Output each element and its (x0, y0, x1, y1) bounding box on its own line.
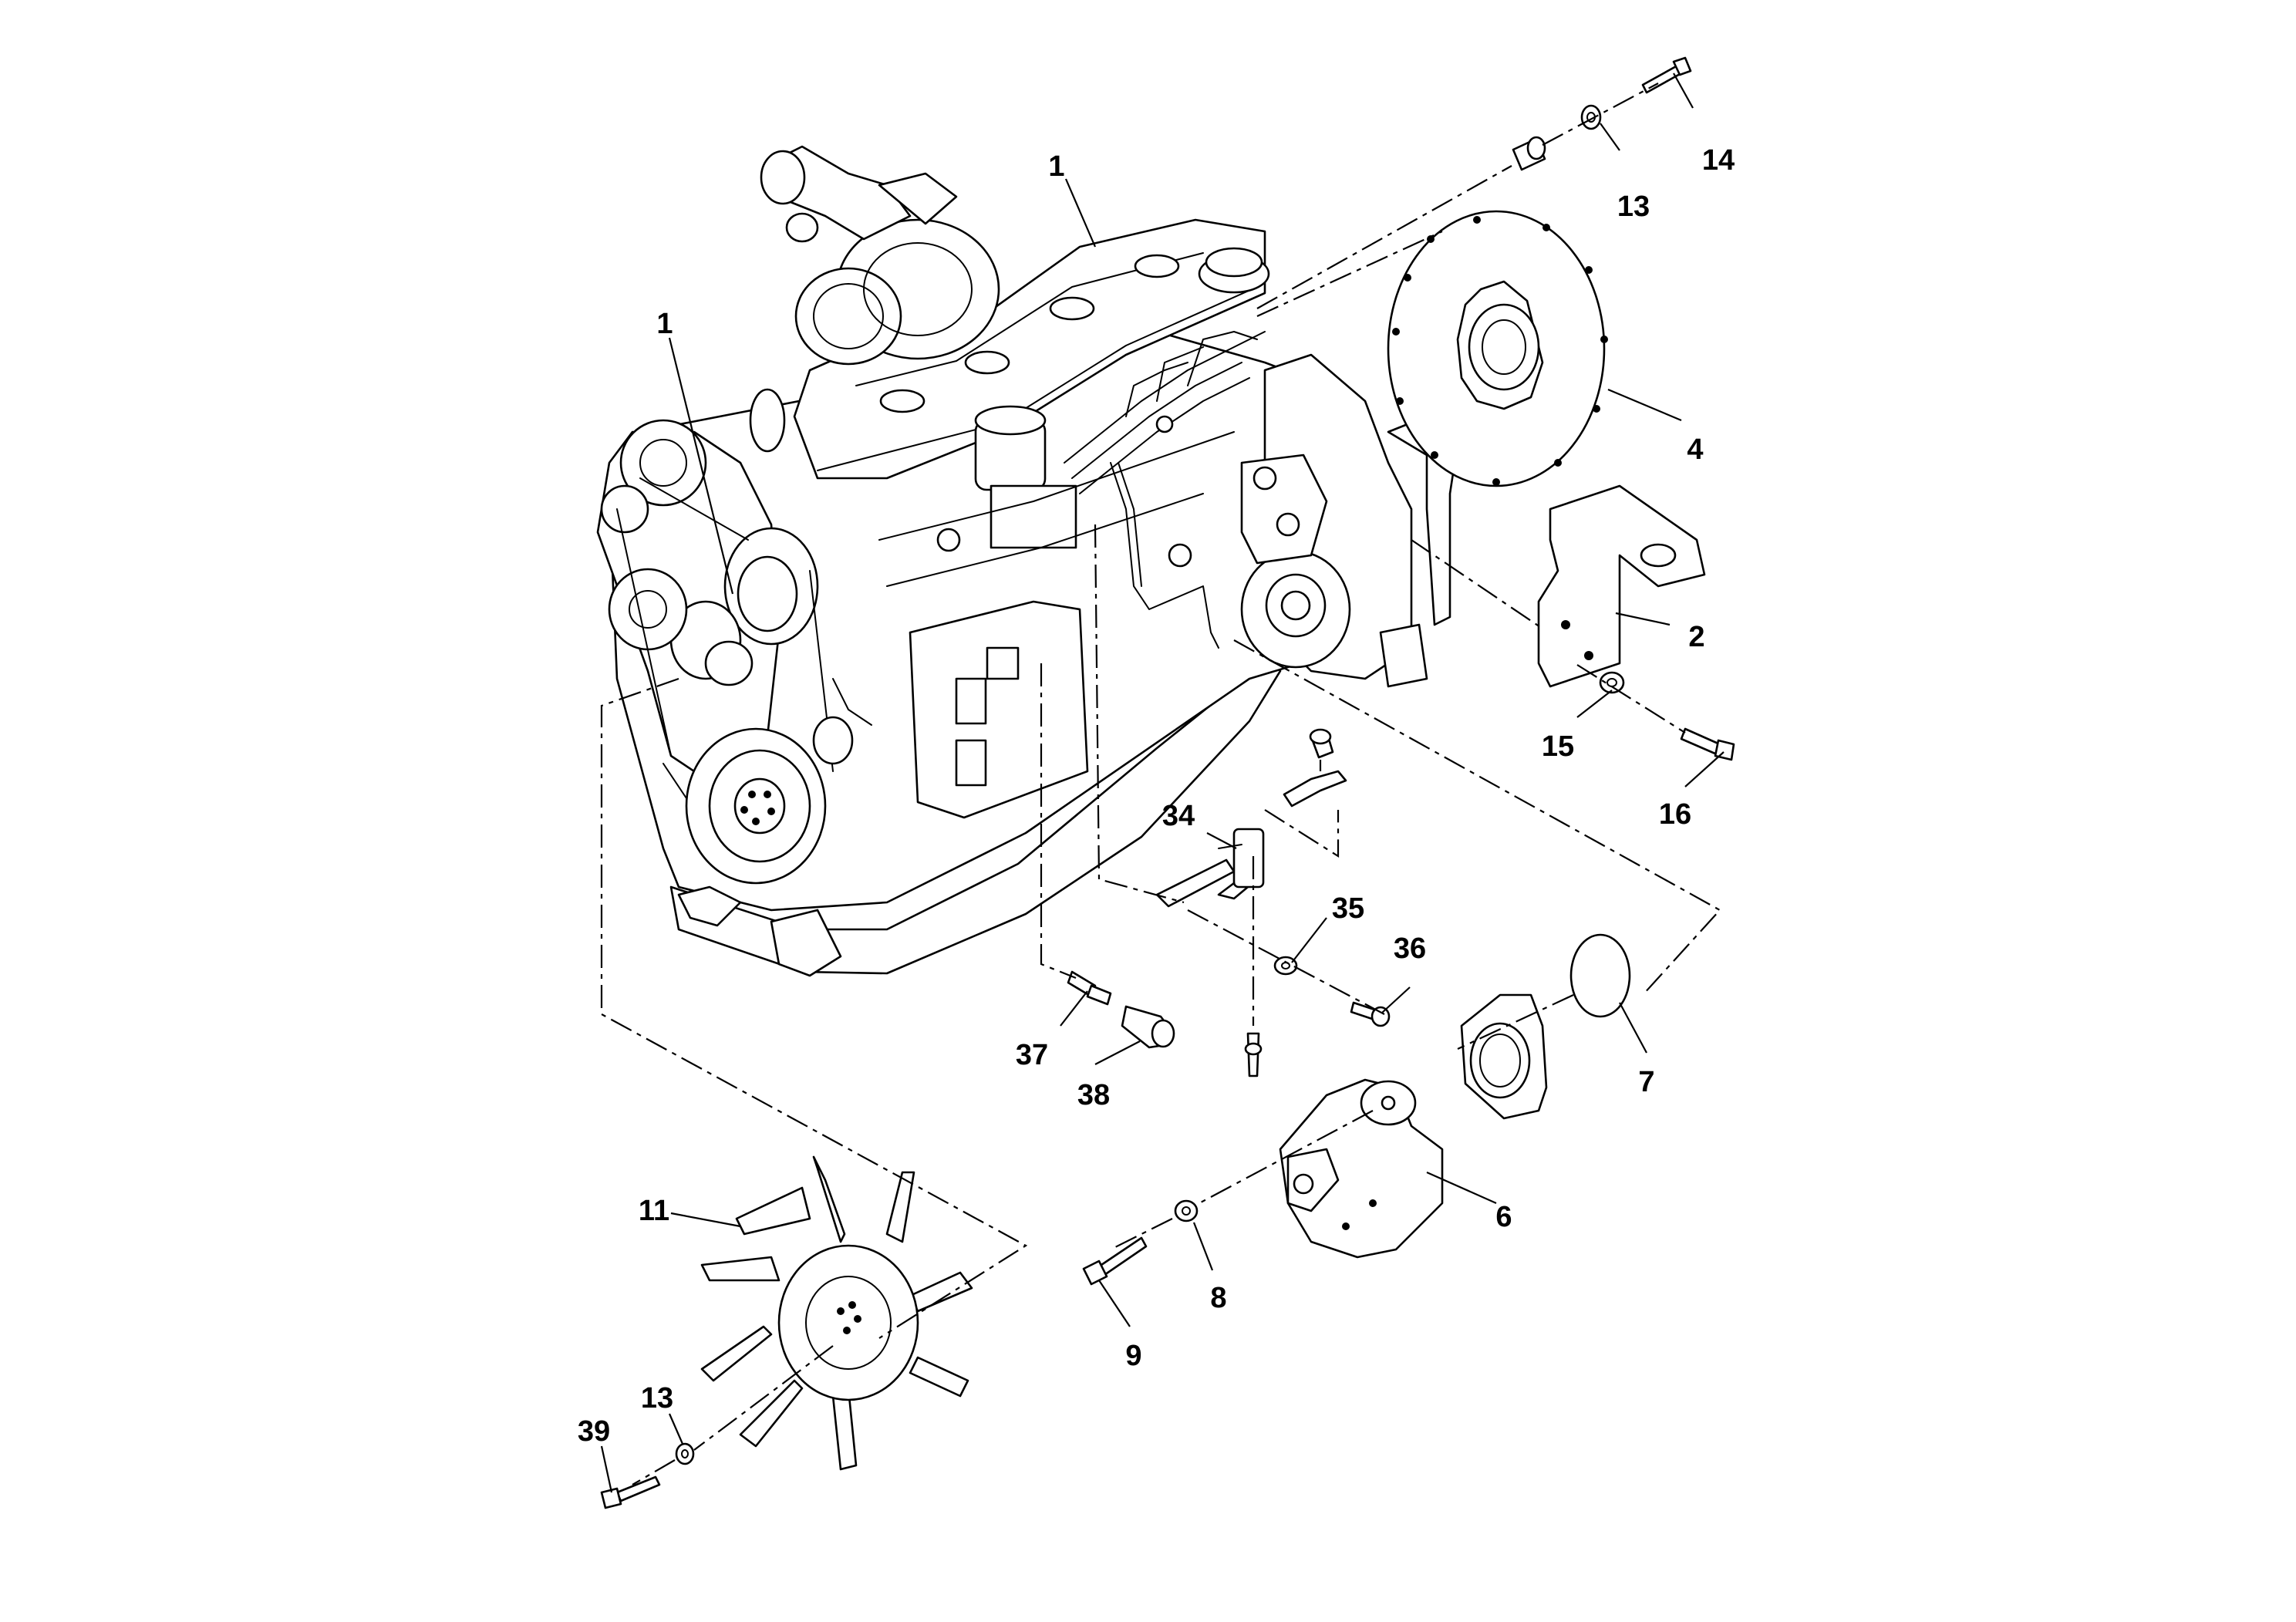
callout-13-bottom: 13 (641, 1382, 673, 1415)
cooling-fan (700, 1155, 973, 1471)
assembly-center-lines (600, 83, 1721, 1485)
callout-36: 36 (1394, 932, 1426, 965)
callout-34: 34 (1162, 800, 1195, 832)
callout-7: 7 (1638, 1066, 1654, 1098)
callout-16: 16 (1659, 798, 1691, 831)
washer (1580, 104, 1602, 130)
callout-37: 37 (1016, 1039, 1048, 1071)
flex-coupling-plate (1387, 210, 1608, 487)
hose-fitting (1283, 728, 1347, 808)
callout-8: 8 (1210, 1282, 1226, 1314)
washer (1599, 671, 1625, 694)
callout-2: 2 (1688, 621, 1704, 653)
spacer (1512, 136, 1546, 171)
washer (675, 1442, 695, 1465)
callout-leaders (600, 73, 1725, 1493)
callout-6: 6 (1495, 1201, 1512, 1233)
adapter-plate (1460, 993, 1548, 1120)
callout-13-top: 13 (1617, 191, 1650, 223)
callout-35: 35 (1332, 892, 1364, 925)
bolt (1082, 1236, 1148, 1286)
callout-1-engine-top: 1 (1048, 150, 1064, 183)
callout-39: 39 (578, 1415, 610, 1448)
callout-14: 14 (1702, 144, 1735, 177)
washer (1273, 956, 1298, 976)
mounting-bracket (1537, 484, 1706, 688)
callout-labels: 1 1 14 13 4 2 15 16 34 35 36 7 37 38 6 1… (578, 144, 1735, 1448)
callout-15: 15 (1542, 730, 1574, 763)
callout-11: 11 (639, 1195, 669, 1227)
bolt (1350, 1001, 1391, 1027)
callout-38: 38 (1077, 1079, 1110, 1111)
hydraulic-pump (1279, 1078, 1444, 1259)
screw (1244, 1032, 1263, 1077)
washer (1174, 1199, 1199, 1222)
callout-9: 9 (1125, 1340, 1141, 1372)
callout-4: 4 (1687, 433, 1703, 466)
bolt (600, 1475, 661, 1509)
sensor-bracket (1155, 828, 1265, 908)
pressure-sensor (1121, 1005, 1175, 1049)
o-ring (1569, 933, 1631, 1018)
engine-assembly (596, 145, 1459, 977)
callout-1-engine-front: 1 (656, 308, 673, 340)
bolt (1680, 727, 1735, 761)
